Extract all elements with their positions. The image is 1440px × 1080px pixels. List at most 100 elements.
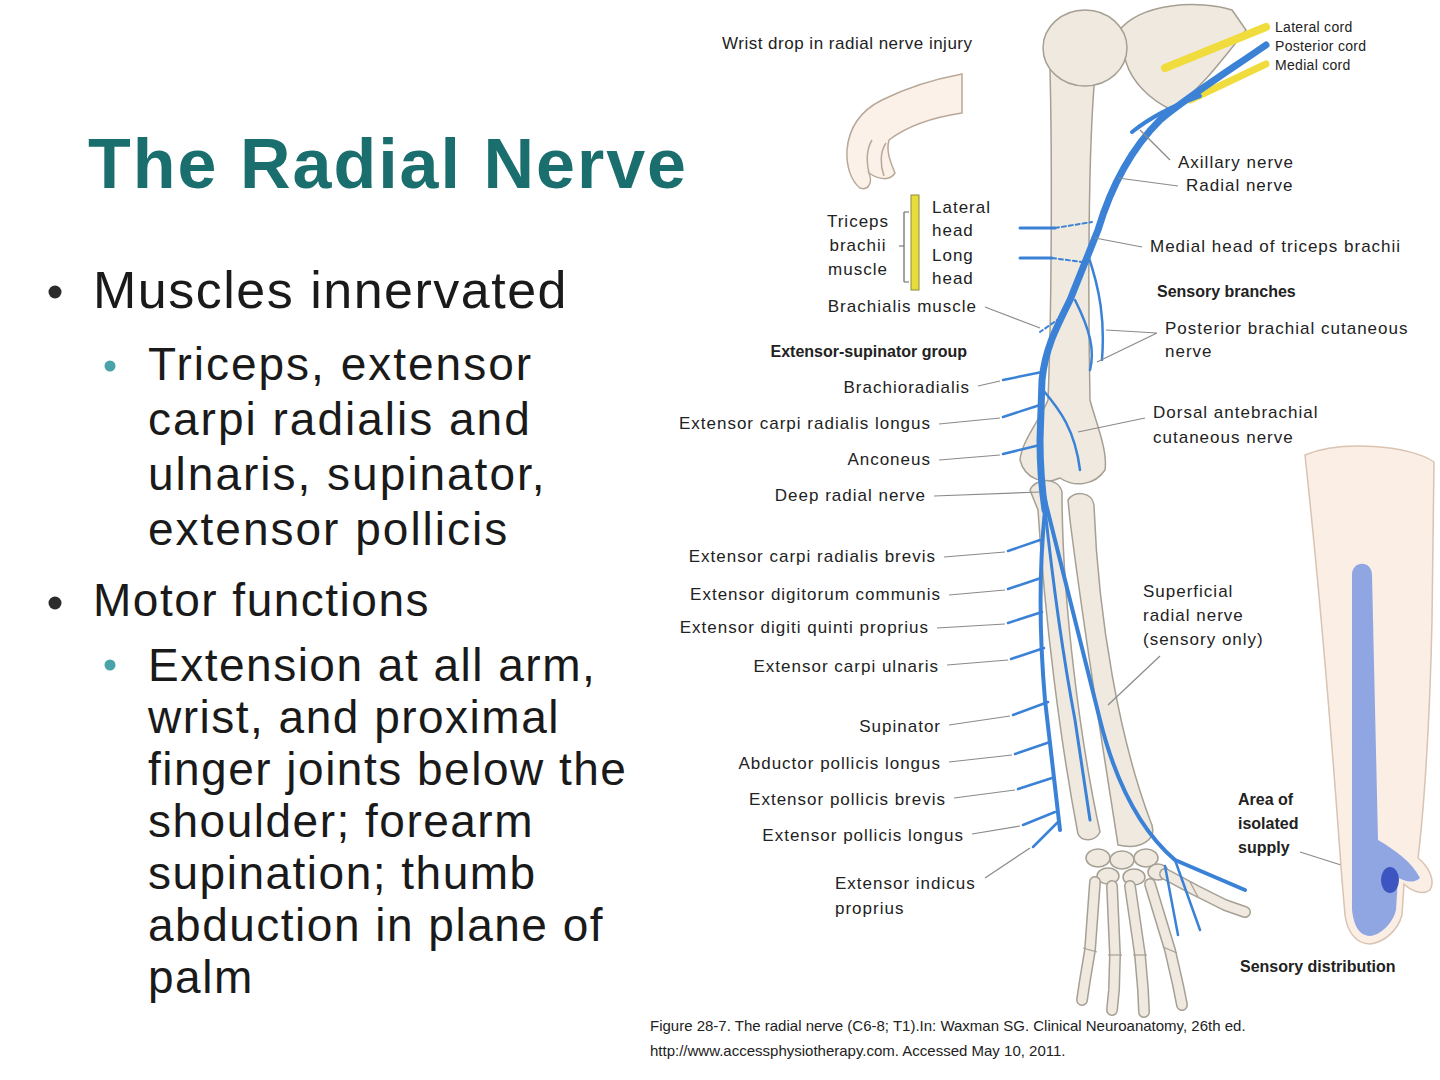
wrist-drop-sketch: [881, 143, 886, 176]
leader-line: [1140, 130, 1170, 160]
leader-line: [1078, 418, 1145, 432]
sensory-map: [1352, 564, 1420, 936]
label-slot: Sensory branches: [1157, 282, 1296, 302]
leader-line: [939, 455, 1000, 460]
nerve-label: Dorsal antebrachial cutaneous nerve: [1153, 400, 1333, 450]
sensory-map: [1381, 867, 1399, 893]
label-slot: Extensor digitorum communis: [690, 585, 941, 605]
area-label: Area of isolated supply: [1238, 788, 1324, 860]
muscle-bracket: [899, 195, 919, 290]
leader-line: [978, 381, 1000, 386]
leader-line: [949, 716, 1010, 725]
bone: [1110, 851, 1134, 869]
muscle-label: Lateral head: [932, 196, 998, 242]
label-slot: Lateral head: [932, 196, 998, 242]
nerve: [1165, 860, 1200, 935]
leader-line: [954, 790, 1015, 798]
muscle-label: Extensor pollicis longus: [762, 826, 964, 846]
leader-line: [939, 418, 1000, 424]
finger-bone: [1150, 884, 1182, 1005]
label-slot: Posterior brachial cutaneous nerve: [1165, 317, 1423, 363]
sub-bullet-dot: [105, 660, 116, 671]
muscle-label: Anconeus: [847, 450, 931, 470]
joint-line: [1083, 948, 1097, 952]
leader-line: [1108, 656, 1160, 705]
label-slot: Extensor carpi radialis brevis: [689, 547, 936, 567]
joint-line: [1190, 882, 1198, 897]
nerve: [1132, 96, 1200, 132]
label-slot: Muscles innervated: [93, 260, 568, 320]
finger-bone: [1082, 874, 1245, 1012]
bone: [1043, 10, 1127, 86]
label-slot: Posterior cord: [1275, 36, 1366, 56]
label-slot: Area of isolated supply: [1238, 788, 1324, 860]
joint-line: [1108, 954, 1122, 955]
bullet-text: Muscles innervated: [93, 260, 568, 320]
label-slot: Medial cord: [1275, 55, 1351, 75]
sub-bullet-text: Triceps, extensor carpi radialis and uln…: [148, 337, 588, 557]
group-heading: Extensor-supinator group: [771, 342, 967, 362]
label-slot: Figure 28-7. The radial nerve (C6-8; T1)…: [650, 1013, 1290, 1063]
cord-label: Medial cord: [1275, 55, 1351, 75]
sub-bullet-text: Extension at all arm, wrist, and proxima…: [148, 639, 633, 1003]
label-slot: Brachioradialis: [844, 378, 971, 398]
bone: [1068, 494, 1153, 847]
figure-caption: Figure 28-7. The radial nerve (C6-8; T1)…: [650, 1013, 1290, 1063]
label-slot: Long head: [932, 244, 998, 290]
bullet-text: Motor functions: [93, 572, 430, 628]
cord-label: Posterior cord: [1275, 36, 1366, 56]
label-slot: Abductor pollicis longus: [738, 754, 941, 774]
leader-line: [985, 848, 1030, 878]
wrist-drop-sketch: [867, 140, 872, 173]
bullet-dot: [49, 286, 62, 299]
finger-bone-outline: [1165, 874, 1245, 912]
bone: [1020, 70, 1105, 484]
muscle-label: Extensor carpi ulnaris: [754, 657, 939, 677]
finger-bone: [1112, 886, 1115, 1010]
finger-bone-outline: [1082, 874, 1245, 1012]
cord-label: Lateral cord: [1275, 17, 1353, 37]
bone: [1086, 849, 1110, 867]
nerve-label: Superficial radial nerve (sensory only): [1143, 580, 1273, 652]
joint-line: [1133, 954, 1147, 955]
leader-line: [949, 590, 1005, 595]
label-slot: Supinator: [859, 717, 941, 737]
muscle-label: Brachialis muscle: [828, 297, 977, 317]
nerve: [1043, 390, 1080, 470]
label-slot: Dorsal antebrachial cutaneous nerve: [1153, 400, 1333, 450]
nerve: [1003, 372, 1058, 847]
label-slot: Radial nerve: [1186, 176, 1293, 196]
finger-bone: [1165, 874, 1245, 912]
leader-line: [972, 826, 1020, 834]
finger-bone-outline: [1112, 886, 1115, 1010]
finger-bone-outline: [1150, 884, 1182, 1005]
nerve-label: Posterior brachial cutaneous nerve: [1165, 317, 1423, 363]
finger-bone-outline: [1082, 882, 1095, 1000]
label-slot: Extensor digiti quinti proprius: [680, 618, 929, 638]
label-slot: Extensor carpi ulnaris: [754, 657, 939, 677]
muscle-label: Abductor pollicis longus: [738, 754, 941, 774]
leader-line: [985, 307, 1040, 328]
slide-title: The Radial Nerve: [88, 124, 688, 204]
sub-bullet-dot: [105, 361, 116, 372]
label-slot: Triceps brachii muscle: [820, 210, 896, 282]
label-slot: Axillary nerve: [1178, 153, 1294, 173]
group-heading: Sensory branches: [1157, 282, 1296, 302]
leader-line: [1097, 330, 1157, 362]
label-slot: Motor functions: [93, 572, 430, 628]
brachial-cord: [1165, 27, 1266, 100]
muscle-label: Brachioradialis: [844, 378, 971, 398]
label-slot: Extensor carpi radialis longus: [679, 414, 931, 434]
muscle-label: Extensor digitorum communis: [690, 585, 941, 605]
label-slot: Brachialis muscle: [828, 297, 977, 317]
nerve: [1042, 480, 1090, 820]
sensory-map: [1305, 446, 1434, 944]
nerve: [1020, 228, 1055, 258]
muscle-label: Extensor digiti quinti proprius: [680, 618, 929, 638]
wrist-drop-sketch: [847, 74, 962, 189]
nerve-label: Deep radial nerve: [775, 486, 926, 506]
label-slot: Triceps, extensor carpi radialis and uln…: [148, 337, 588, 557]
label-slot: Extensor indicus proprius: [835, 871, 985, 921]
bullet-dot: [49, 597, 62, 610]
label-slot: Extensor-supinator group: [771, 342, 967, 362]
